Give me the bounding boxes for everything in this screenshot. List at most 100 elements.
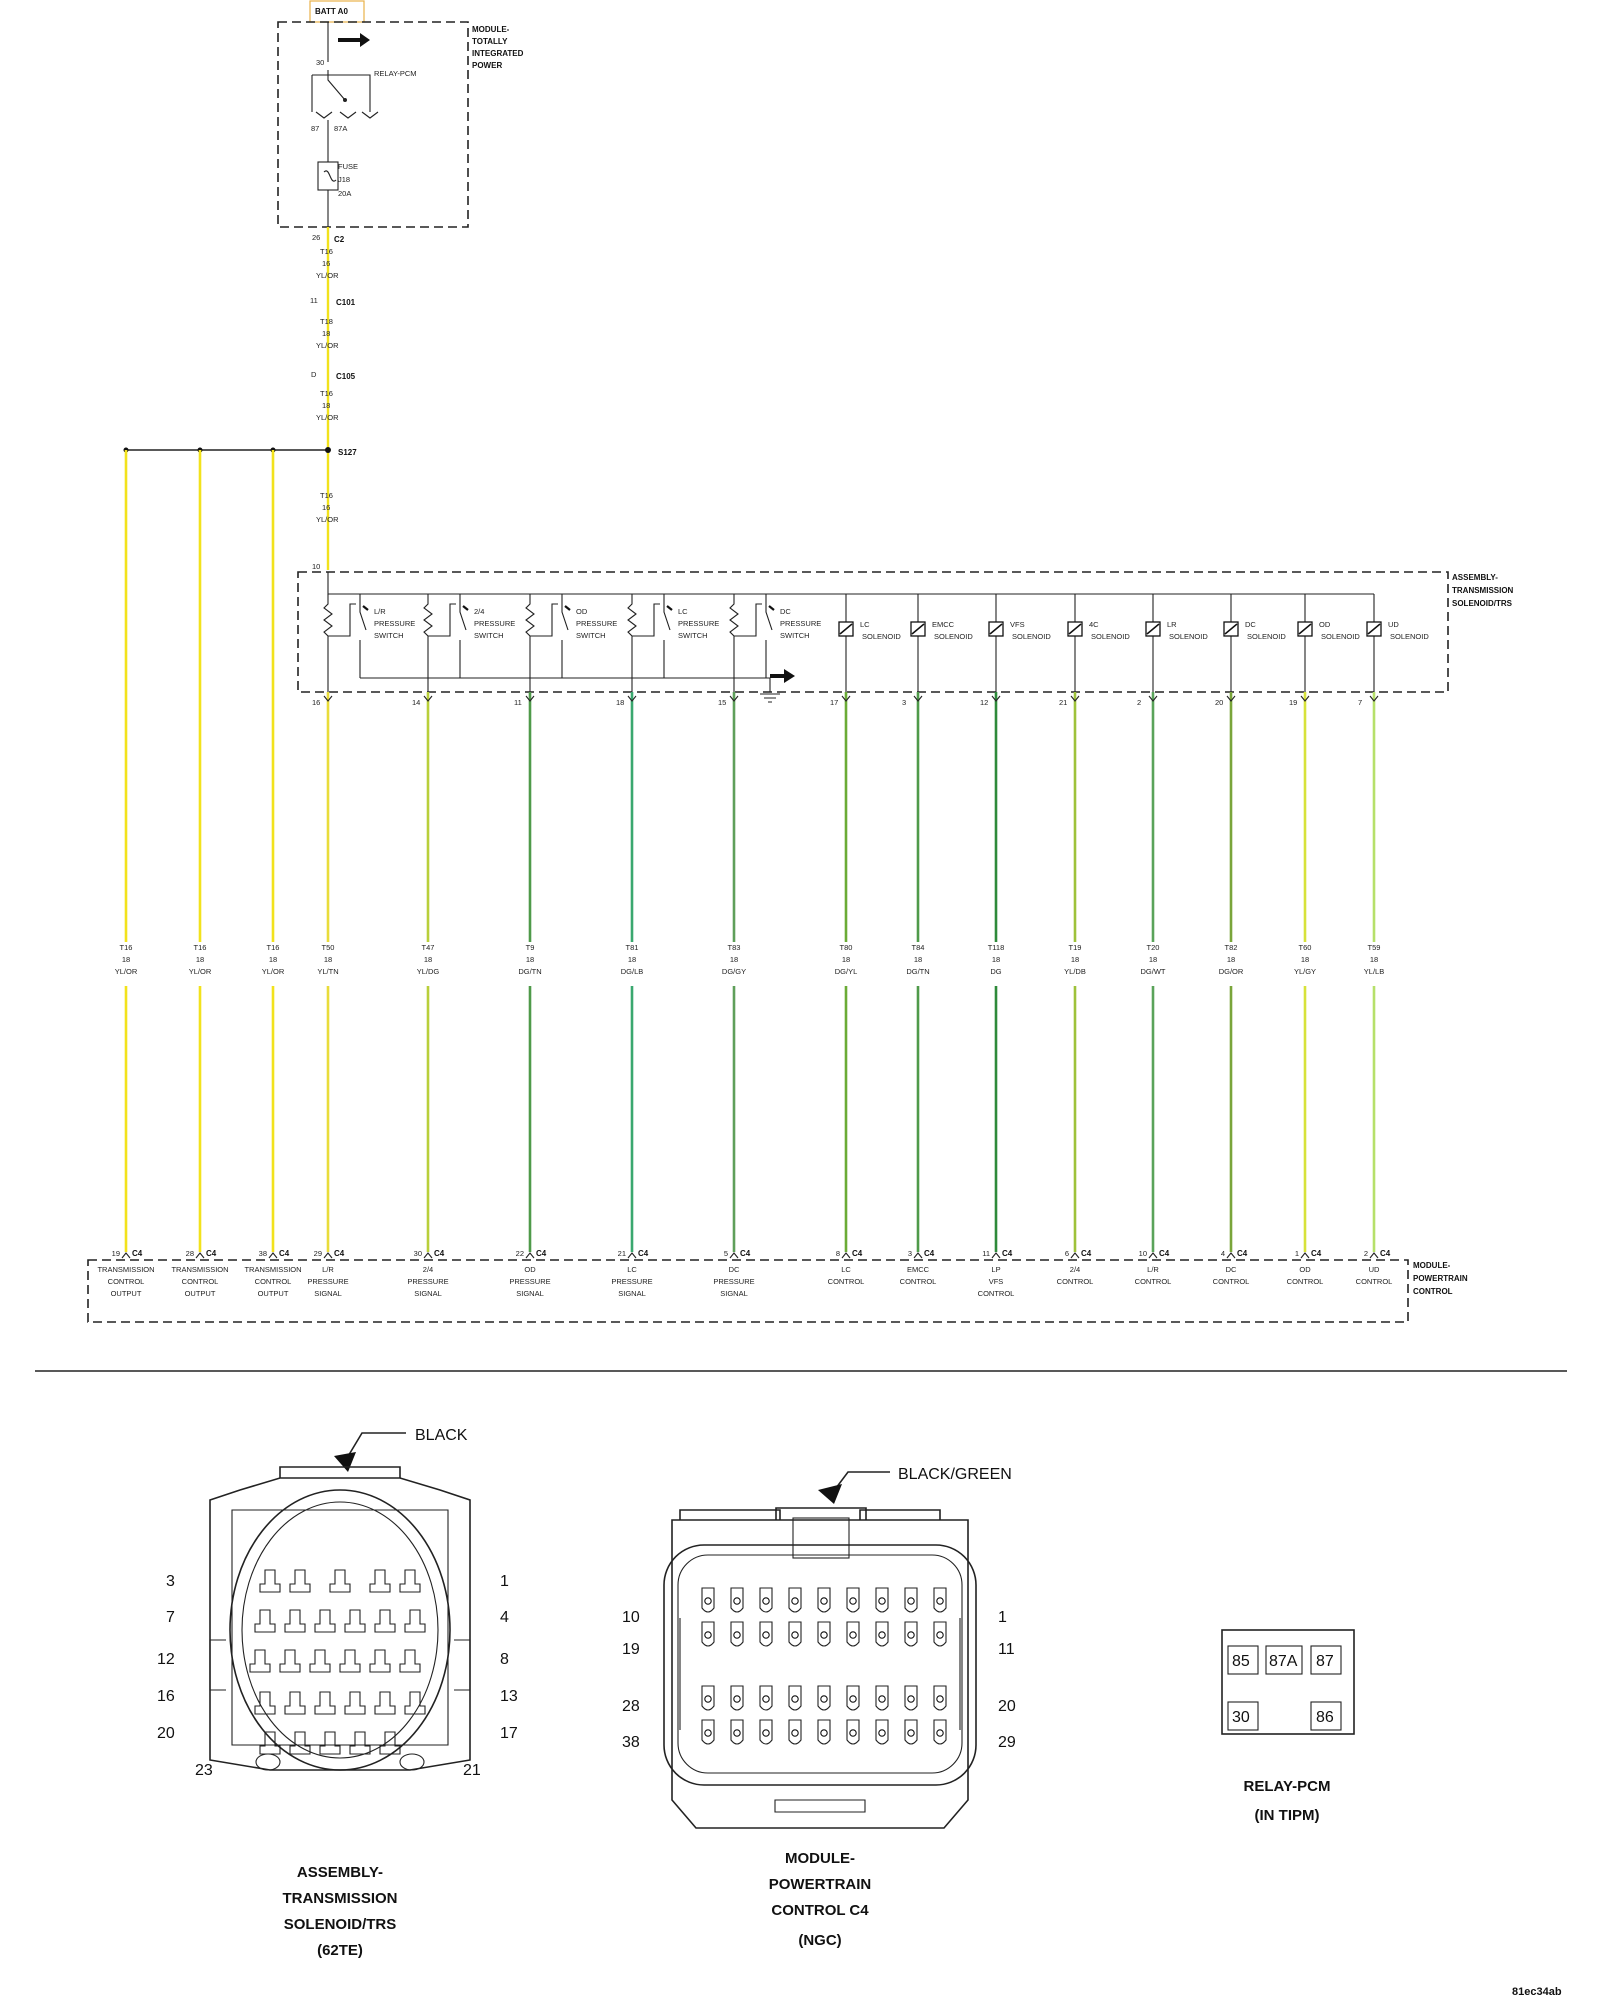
feed-w3-color: YL/OR [316,413,339,422]
relay-pin-85-label: 85 [1232,1653,1250,1670]
trs-cavity [374,1609,396,1633]
pcm-function-label: L/R [1147,1265,1159,1274]
pcm-cavity-pin [762,1695,770,1703]
trs-terminal [423,695,433,702]
switch-label: SWITCH [780,631,810,640]
pcm-function-label: CONTROL [1213,1277,1250,1286]
relay-pinout-view: 85 87A 87 30 86 RELAY-PCM (IN TIPM) [1221,1629,1355,1824]
trs-terminal-shape [314,1691,336,1715]
trs-terminal-shape [404,1691,426,1715]
wire-label: DG/LB [621,967,644,976]
pcm-cavity-shape [846,1685,860,1711]
pcm-pin-number: 1 [1295,1249,1299,1258]
trs-cavity [254,1691,276,1715]
trs-terminal-shape [404,1609,426,1633]
relay-pin-87a: 87A [334,124,347,133]
fuse-id: J18 [338,175,350,184]
relay-pin-30-label: 30 [1232,1709,1250,1726]
pcm-cavity [875,1587,889,1613]
tipm-label-3: INTEGRATED [472,49,524,58]
trs-label-3: SOLENOID/TRS [1452,599,1513,608]
pcm-pin-number: 6 [1065,1249,1069,1258]
trs-terminal [525,695,535,702]
pcm-cavity [730,1587,744,1613]
switch-label: SWITCH [474,631,504,640]
trs-terminal [1148,695,1158,702]
pcm-cavity-pin [704,1597,712,1605]
wire-label: 18 [1301,955,1309,964]
pcm-cavity [788,1621,802,1647]
diagram-code: 81ec34ab [1512,1986,1562,1998]
wire-label: 18 [424,955,432,964]
feed-w1-gauge: 16 [322,259,330,268]
trs-terminal-shape [339,1649,361,1673]
pcm-pin-number: 38 [259,1249,267,1258]
pcm-cavity-shape [817,1587,831,1613]
trs-terminal-shape [399,1569,421,1593]
switch-icon [663,594,671,678]
trs-cavity [249,1649,271,1673]
switch-label: PRESSURE [374,619,415,628]
wire-label: DG/TN [518,967,541,976]
pcm-function-label: CONTROL [1057,1277,1094,1286]
pcm-cavity-shape [817,1719,831,1745]
pcm-cavity [759,1621,773,1647]
pcm-conn-id: C4 [279,1249,290,1258]
pcm-pin-number: 8 [836,1249,840,1258]
pcm-cavity-pin [791,1695,799,1703]
c101-pin: 11 [310,296,318,305]
pcm-terminal [729,1252,739,1259]
pcm-cavity-shape [759,1621,773,1647]
pcm-c4-connector-view: BLACK/GREEN 10 1 19 11 28 20 38 29 MODUL… [622,1466,1016,1949]
pcm-conn-id: C4 [1311,1249,1322,1258]
feed-w1-circuit: T16 [320,247,333,256]
resistor-icon [423,594,433,692]
trs-terminal-shape [289,1569,311,1593]
trs-terminal [627,695,637,702]
solenoid-label: LC [860,620,870,629]
pcm-function-label: CONTROL [182,1277,219,1286]
trs-cavity [259,1731,281,1755]
pcm-cavity [846,1587,860,1613]
trs-pin-1: 1 [500,1573,509,1590]
pcm-terminal [323,1252,333,1259]
pcm-terminal [268,1252,278,1259]
wire-label: DG/YL [835,967,858,976]
resistor-icon [525,594,535,692]
pcm-pin-28: 28 [622,1698,640,1715]
wire-label: 18 [1071,955,1079,964]
pcm-cavity [759,1685,773,1711]
trs-pin-12: 12 [157,1651,175,1668]
trs-cavity [309,1649,331,1673]
pcm-conn-id: C4 [924,1249,935,1258]
pcm-cavity-shape [701,1587,715,1613]
trs-cavity [379,1731,401,1755]
trs-pin-number: 16 [312,698,320,707]
switch-label: PRESSURE [474,619,515,628]
switch-icon [459,594,467,678]
solenoid-label: UD [1388,620,1399,629]
switch-link [428,603,456,637]
pcm-cavity-shape [730,1621,744,1647]
trs-pin-number: 14 [412,698,420,707]
pcm-function-label: TRANSMISSION [244,1265,301,1274]
trs-cavity [369,1649,391,1673]
wire-label: YL/GY [1294,967,1316,976]
switch-label: SWITCH [678,631,708,640]
trs-terminal-shape [259,1569,281,1593]
pcm-cavity [846,1685,860,1711]
trs-cavity [404,1609,426,1633]
trs-pin-number: 20 [1215,698,1223,707]
trs-cavity [314,1609,336,1633]
resistor-icon [323,594,333,692]
pcm-cavity [817,1719,831,1745]
pcm-cavity-pin [878,1631,886,1639]
switch-label: DC [780,607,791,616]
trs-pin-21: 21 [463,1762,481,1779]
pcm-cavity-shape [759,1685,773,1711]
